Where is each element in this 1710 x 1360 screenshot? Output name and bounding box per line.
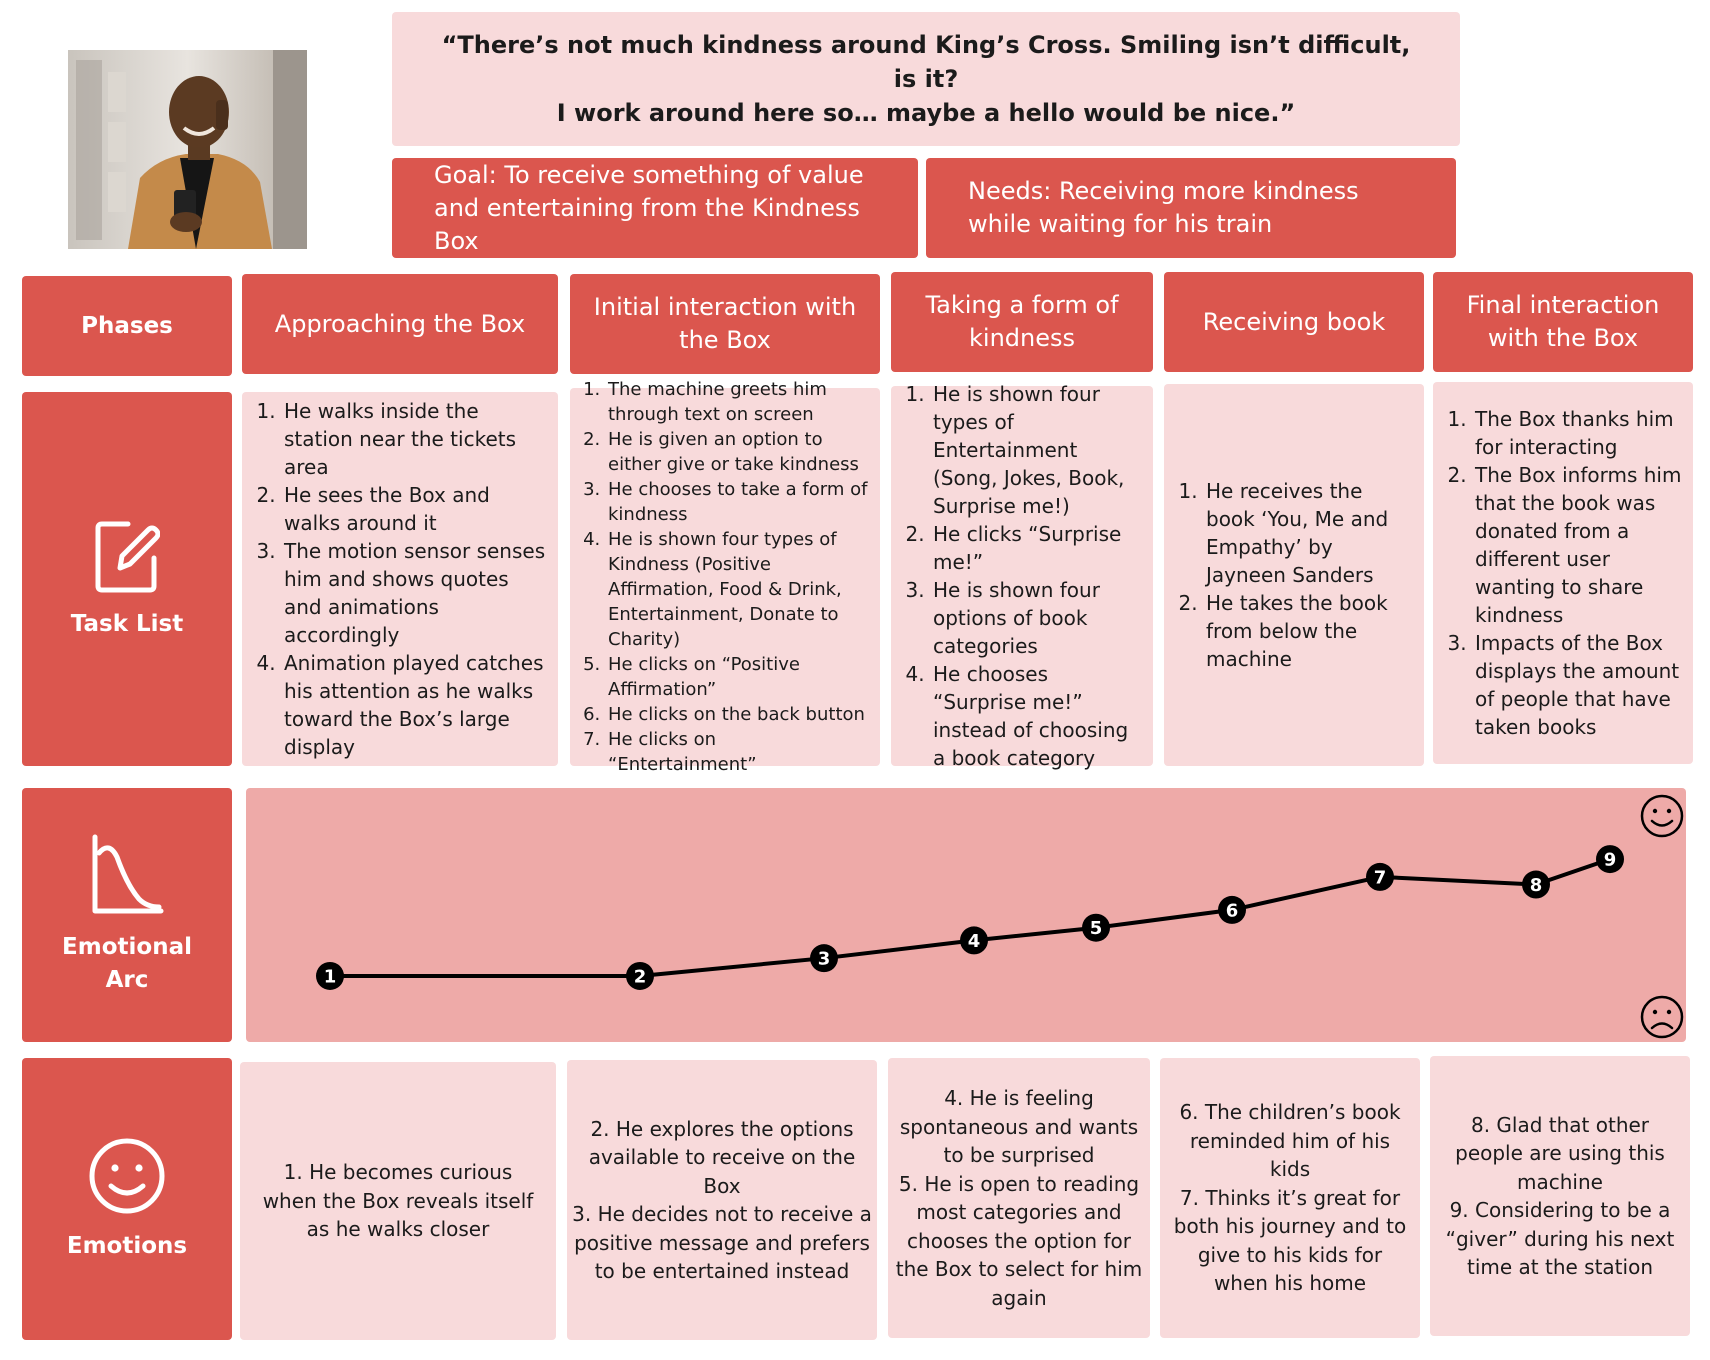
phase-taking-kindness: Taking a form of kindness [891,272,1153,372]
task-list-label-text: Task List [70,610,184,637]
task-list-label: Task List [22,392,232,766]
needs-box: Needs: Receiving more kindness while wai… [926,158,1456,258]
arc-point-label-1: 1 [324,966,337,987]
task-cell-receiving: He receives the book ‘You, Me and Empath… [1164,384,1424,766]
arc-point-label-2: 2 [634,966,647,987]
phase-1-label: Approaching the Box [274,309,526,338]
phases-label-text: Phases [81,312,173,339]
arc-point-label-8: 8 [1530,875,1543,896]
sad-face-icon [1640,995,1684,1039]
task-cell-final: The Box thanks him for interacting The B… [1433,382,1693,764]
edit-document-icon [95,521,160,592]
task-item: He is shown four types of Kindness (Posi… [606,527,870,652]
emotion-text: 8. Glad that other people are using this… [1455,1112,1665,1194]
needs-text: Needs: Receiving more kindness while wai… [968,177,1359,238]
task-item: The Box informs him that the book was do… [1473,461,1683,629]
task-item: He chooses “Surprise me!” instead of cho… [931,660,1143,772]
persona-quote: “There’s not much kindness around King’s… [392,12,1460,146]
emotional-arc-svg: 1 2 3 4 5 6 7 8 9 [316,794,1684,1039]
task-item: He is given an option to either give or … [606,427,870,477]
task-item: He clicks “Surprise me!” [931,520,1143,576]
task-item: He clicks on the back button [606,702,870,727]
phase-5-label: Final interaction with the Box [1466,291,1660,352]
arc-point-label-3: 3 [818,949,831,970]
arc-point-8 [1522,870,1550,899]
arc-point-3 [810,944,838,973]
emotion-cell-receiving: 6. The children’s book reminded him of h… [1160,1058,1420,1338]
task-cell-initial: The machine greets him through text on s… [570,379,880,775]
task-list-initial: The machine greets him through text on s… [582,377,870,777]
task-cell-approaching: He walks inside the station near the tic… [242,392,558,766]
emotion-cell-approaching: 1. He becomes curious when the Box revea… [240,1062,556,1340]
emotions-label: Emotions [22,1058,232,1340]
smiley-face-icon [1640,794,1684,838]
emotion-text: 6. The children’s book reminded him of h… [1179,1100,1401,1182]
task-list-taking: He is shown four types of Entertainment … [903,380,1143,772]
phase-final-interaction: Final interaction with the Box [1433,272,1693,372]
emotion-text: 2. He explores the options available to … [588,1116,856,1198]
goal-box: Goal: To receive something of value and … [392,158,918,258]
phase-approaching-box: Approaching the Box [242,274,558,374]
task-item: He receives the book ‘You, Me and Empath… [1204,477,1414,589]
quote-line-2: I work around here so… maybe a hello wou… [556,99,1296,127]
phase-receiving-book: Receiving book [1164,272,1424,372]
arc-point-label-9: 9 [1604,850,1617,871]
task-list-approaching: He walks inside the station near the tic… [254,397,548,761]
emotional-arc-chart: 1 2 3 4 5 6 7 8 9 [246,788,1686,1042]
arc-point-9 [1596,845,1624,874]
emotion-text: 4. He is feeling spontaneous and wants t… [899,1086,1139,1167]
arc-point-7 [1366,862,1394,891]
emotional-arc-label-line2: Arc [105,967,149,993]
task-list-receiving: He receives the book ‘You, Me and Empath… [1176,477,1414,673]
arc-point-label-4: 4 [968,931,981,952]
arc-point-label-7: 7 [1374,867,1387,888]
task-cell-taking: He is shown four types of Entertainment … [891,382,1153,770]
emotion-cell-taking: 4. He is feeling spontaneous and wants t… [888,1058,1150,1338]
arc-series-line [330,857,1611,978]
arc-point-label-6: 6 [1226,900,1239,921]
quote-line-1: “There’s not much kindness around King’s… [441,31,1411,93]
task-item: The motion sensor senses him and shows q… [282,537,548,649]
arc-point-4 [960,926,988,955]
task-item: The Box thanks him for interacting [1473,405,1683,461]
arc-point-label-5: 5 [1090,918,1103,939]
task-item: He chooses to take a form of kindness [606,477,870,527]
persona-photo-image [68,50,307,249]
emotional-arc-label: Emotional Arc [22,788,232,1042]
task-item: He clicks on “Positive Affirmation” [606,652,870,702]
phase-4-label: Receiving book [1202,307,1386,336]
emotion-text: 7. Thinks it’s great for both his journe… [1173,1185,1407,1296]
task-item: Animation played catches his attention a… [282,649,548,761]
task-item: He sees the Box and walks around it [282,481,548,537]
arc-point-1 [316,961,344,990]
arc-point-5 [1082,913,1110,942]
emotions-label-text: Emotions [66,1232,188,1259]
emotion-text: 3. He decides not to receive a positive … [572,1202,872,1283]
arc-point-6 [1218,895,1246,924]
task-item: He clicks on “Entertainment” [606,727,870,777]
arc-point-2 [626,961,654,990]
task-item: The machine greets him through text on s… [606,377,870,427]
emotion-text: 9. Considering to be a “giver” during hi… [1445,1198,1675,1279]
task-item: He is shown four types of Entertainment … [931,380,1143,520]
emotional-arc-label-line1: Emotional [62,934,192,960]
emotion-text: 1. He becomes curious when the Box revea… [262,1160,534,1242]
phase-initial-interaction: Initial interaction with the Box [570,274,880,374]
task-list-final: The Box thanks him for interacting The B… [1445,405,1683,741]
smiley-face-icon [89,1138,165,1213]
persona-photo [68,50,307,249]
task-item: Impacts of the Box displays the amount o… [1473,629,1683,741]
goal-text: Goal: To receive something of value and … [434,160,864,255]
emotion-cell-initial: 2. He explores the options available to … [567,1060,877,1340]
task-item: He is shown four options of book categor… [931,576,1143,660]
emotion-cell-final: 8. Glad that other people are using this… [1430,1056,1690,1336]
phases-label: Phases [22,276,232,376]
phase-3-label: Taking a form of kindness [925,291,1119,352]
emotion-text: 5. He is open to reading most categories… [895,1171,1143,1310]
task-item: He walks inside the station near the tic… [282,397,548,481]
bell-curve-icon [92,834,164,914]
phase-2-label: Initial interaction with the Box [593,293,857,354]
task-item: He takes the book from below the machine [1204,589,1414,673]
